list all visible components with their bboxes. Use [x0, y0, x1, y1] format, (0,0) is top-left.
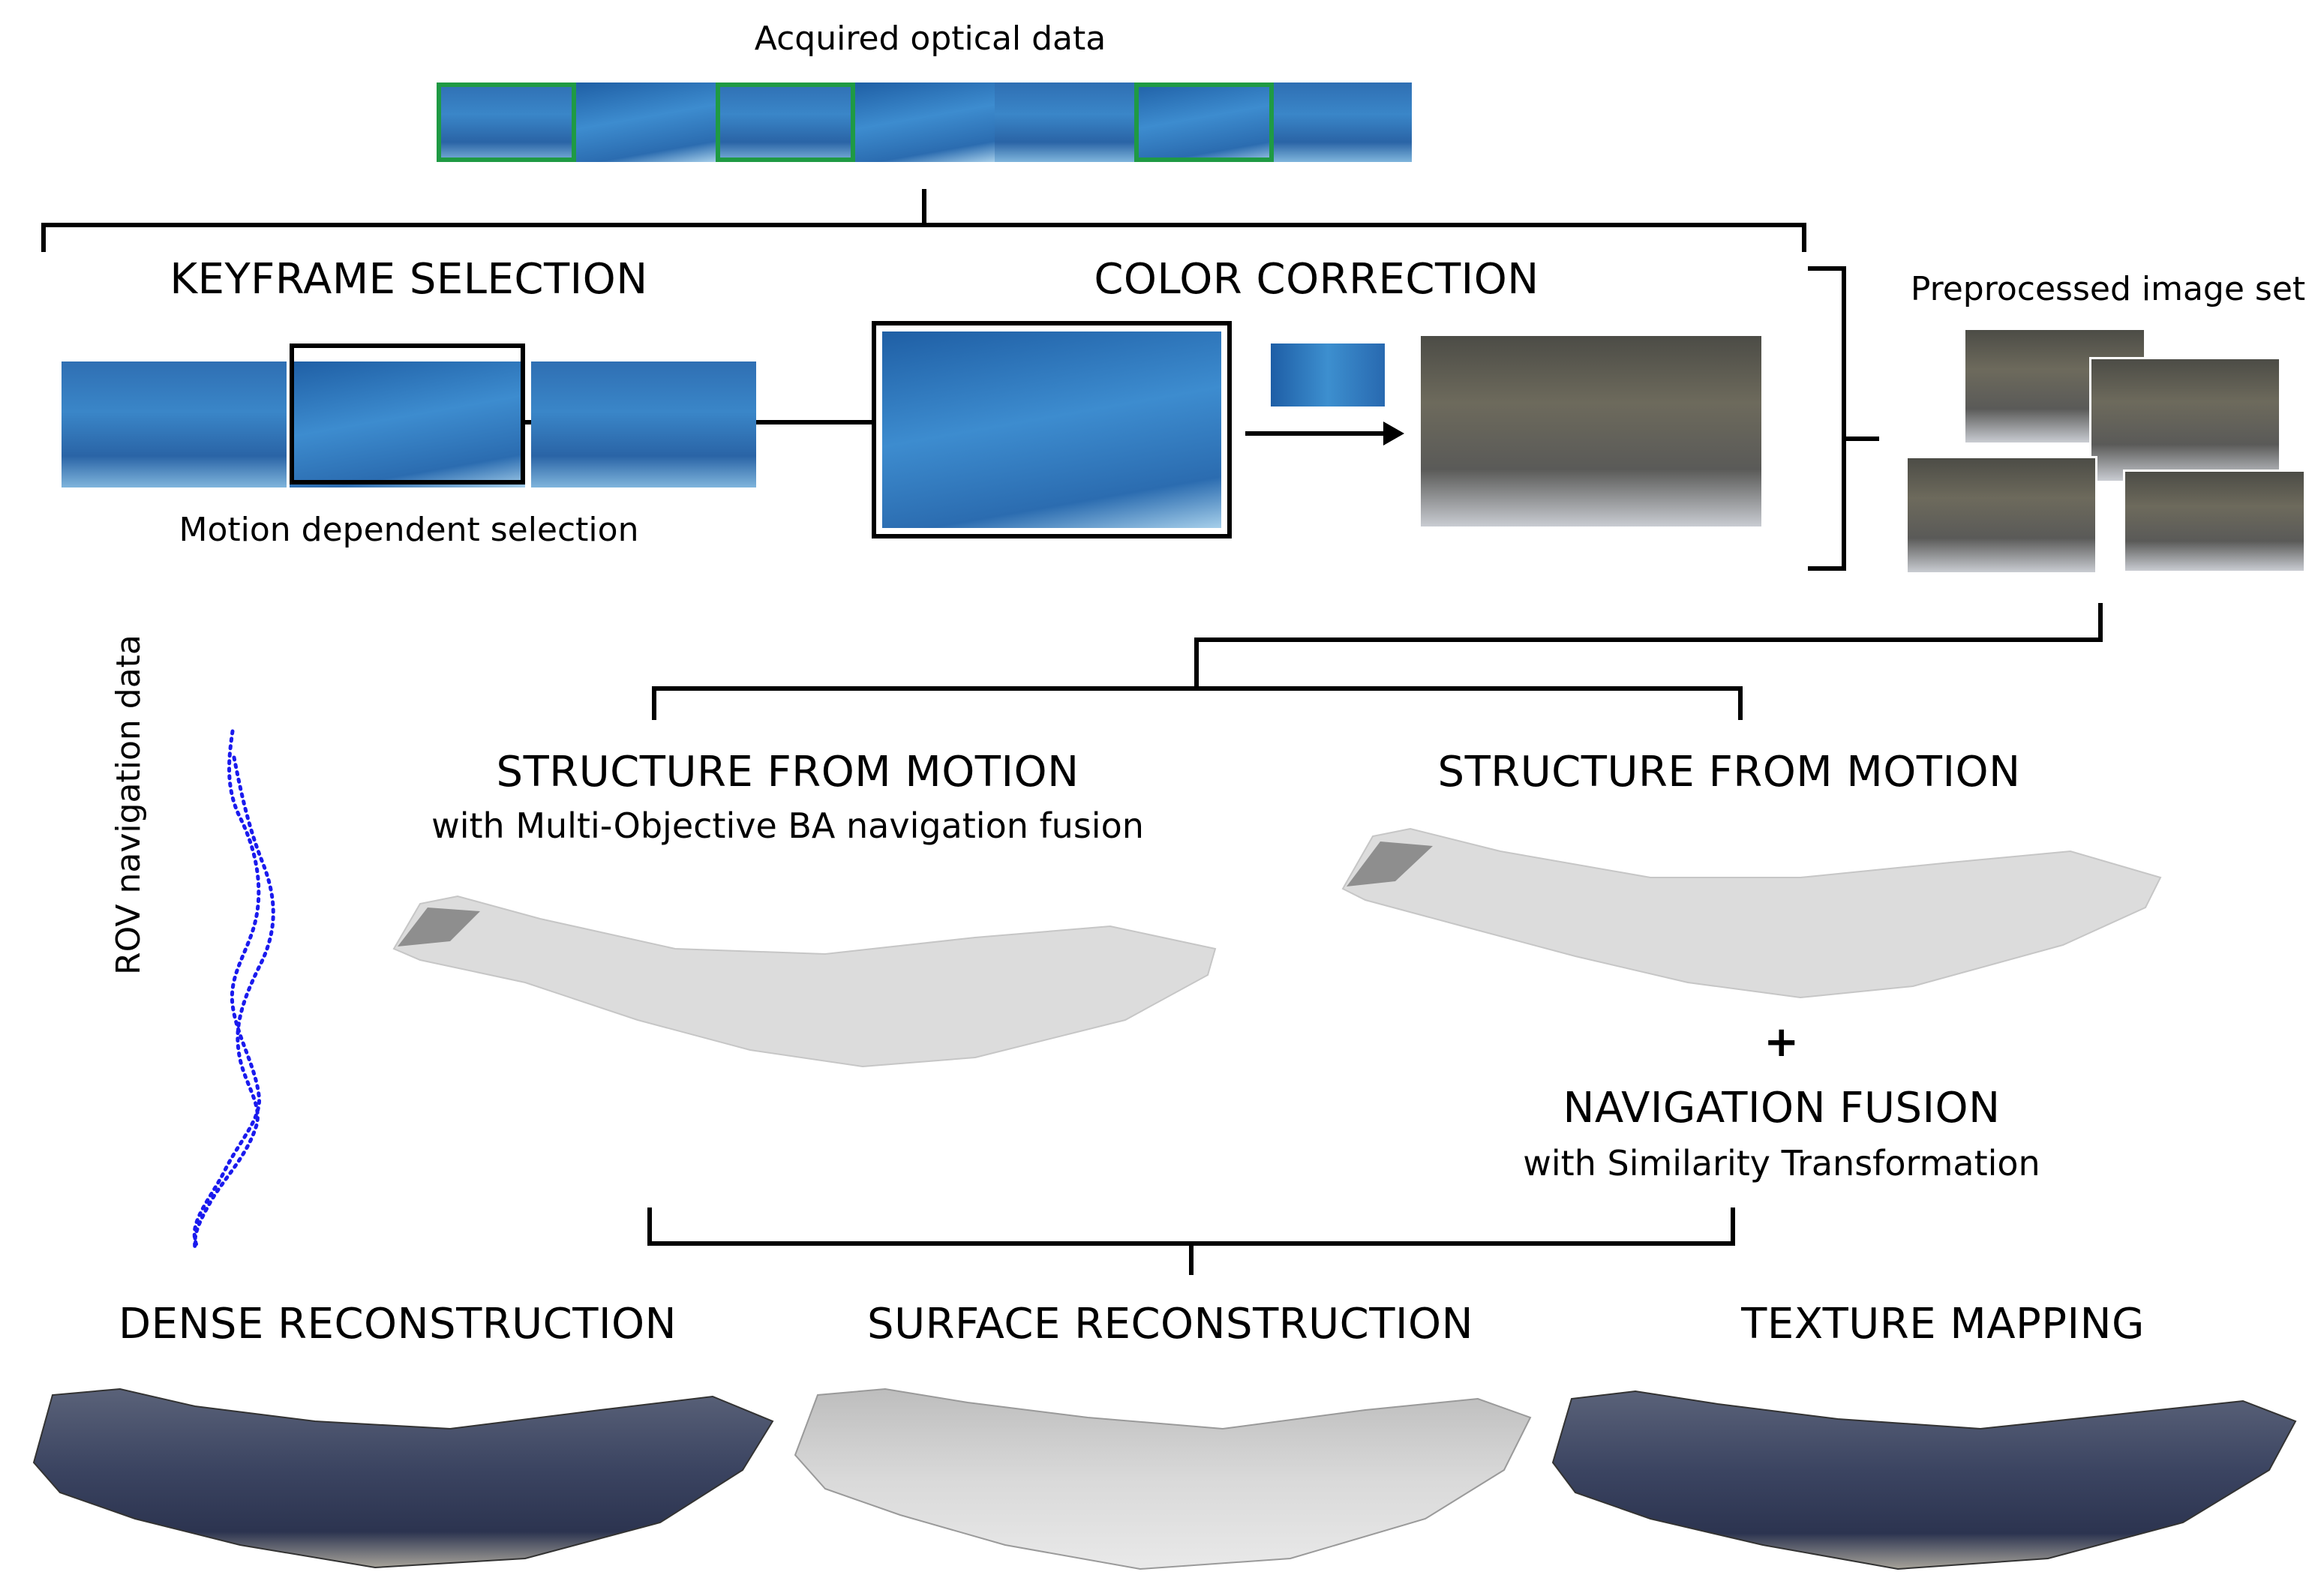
preprocessed-image-4: [2123, 470, 2306, 573]
frame-7: [1274, 82, 1412, 162]
color-corrected-image: [1421, 336, 1761, 526]
surface-reconstruction-model: [794, 1388, 1532, 1570]
color-input-image: [882, 332, 1221, 528]
color-correction-title: COLOR CORRECTION: [1094, 255, 1539, 304]
dense-reconstruction-title: DENSE RECONSTRUCTION: [119, 1300, 677, 1348]
preprocessed-label: Preprocessed image set: [1910, 270, 2306, 308]
surface-reconstruction-title: SURFACE RECONSTRUCTION: [867, 1300, 1473, 1348]
texture-mapping-model: [1551, 1390, 2297, 1570]
dense-reconstruction-model: [32, 1388, 774, 1569]
navigation-fusion-title: NAVIGATION FUSION: [1563, 1084, 2001, 1132]
preprocessed-image-2: [2089, 357, 2281, 483]
keyframe-selected-box: [290, 344, 525, 484]
color-input-frame: [872, 321, 1232, 538]
frame-5: [995, 82, 1134, 162]
frame-1: [437, 82, 576, 162]
color-palette-swatch: [1271, 344, 1385, 406]
motion-selection-label: Motion dependent selection: [179, 511, 639, 549]
frame-2: [576, 82, 716, 162]
acquired-data-label: Acquired optical data: [754, 20, 1106, 58]
keyframe-image-1: [62, 362, 287, 488]
sfm-left-subtitle: with Multi-Objective BA navigation fusio…: [431, 806, 1144, 846]
preprocessed-stack: [1905, 330, 2306, 574]
frame-3: [716, 82, 855, 162]
sfm-right-title: STRUCTURE FROM MOTION: [1437, 748, 2021, 796]
keyframe-image-2: [290, 362, 525, 488]
plus-sign: +: [1764, 1018, 1800, 1066]
keyframe-image-3: [531, 362, 756, 488]
keyframe-selection-title: KEYFRAME SELECTION: [170, 255, 648, 304]
frame-6: [1134, 82, 1274, 162]
sfm-left-title: STRUCTURE FROM MOTION: [496, 748, 1079, 796]
texture-mapping-title: TEXTURE MAPPING: [1741, 1300, 2145, 1348]
preprocessed-image-3: [1905, 456, 2097, 574]
acquired-frames-strip: [437, 82, 1412, 162]
frame-4: [855, 82, 995, 162]
navigation-fusion-subtitle: with Similarity Transformation: [1523, 1143, 2040, 1184]
